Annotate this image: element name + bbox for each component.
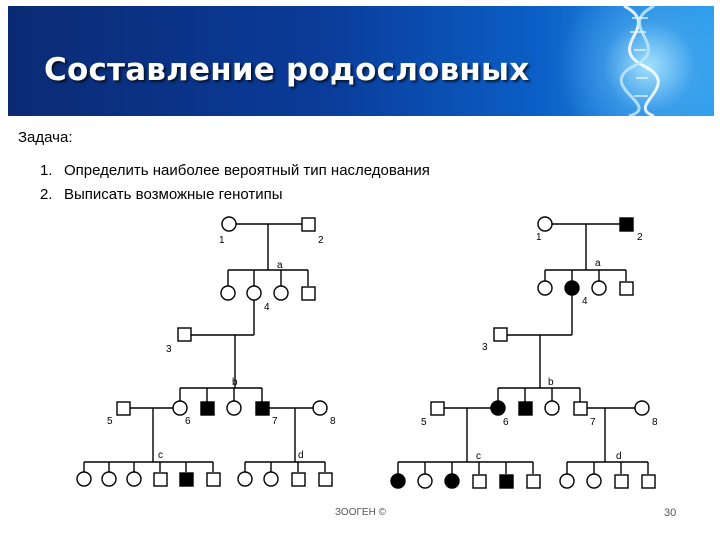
right-gen4-female-affected [444,473,460,489]
pedigree-right-labels: 1 2 a 4 3 b 5 6 7 8 c d [421,232,658,462]
pedigree-left [76,216,333,487]
right-gen1-male-affected [619,217,634,232]
left-gen2-female [273,285,289,301]
left-gen4-male-affected [179,472,194,487]
label-c: c [158,450,163,461]
task-number: 1. [40,162,53,179]
task-item: 2. Выписать возможные генотипы [40,183,430,207]
right-gen4-male-affected [499,474,514,489]
left-gen3-female [226,400,242,416]
right-gen4-female [559,473,575,489]
left-gen4-female [126,471,142,487]
label-3: 3 [482,342,488,353]
label-8: 8 [652,417,658,428]
right-gen4-male [526,474,541,489]
left-gen4-male [318,472,333,487]
right-gen2-male-3 [493,327,508,342]
task-item: 1. Определить наиболее вероятный тип насл… [40,159,430,183]
label-b: b [232,377,238,388]
label-6: 6 [503,417,509,428]
label-7: 7 [272,416,278,427]
left-gen4-male [291,472,306,487]
right-gen4-male [641,474,656,489]
page-title: Составление родословных [44,52,530,88]
label-a: a [277,260,283,271]
right-gen3-female-8 [634,400,650,416]
right-gen3-male-affected [518,401,533,416]
left-gen3-female-8 [312,400,328,416]
task-text: Выписать возможные генотипы [64,186,283,203]
left-gen4-female [263,471,279,487]
label-a: a [595,258,601,269]
right-gen4-female [417,473,433,489]
label-4: 4 [582,296,588,307]
left-gen4-female [101,471,117,487]
label-2: 2 [637,232,643,243]
left-gen3-female [172,400,188,416]
dna-helix-icon [619,6,660,116]
pedigree-right [390,216,656,489]
left-gen3-male-5 [116,401,131,416]
left-gen4-male [153,472,168,487]
task-number: 2. [40,186,53,203]
left-gen2-male [301,286,316,301]
left-gen4-female [76,471,92,487]
left-gen4-female [237,471,253,487]
pedigree-lines [83,223,326,472]
right-gen2-female [591,280,607,296]
label-6: 6 [185,416,191,427]
label-b: b [548,377,554,388]
title-banner: Составление родословных [8,6,714,116]
label-5: 5 [107,416,113,427]
label-3: 3 [166,344,172,355]
left-gen3-male-6-affected [200,401,215,416]
left-gen4-male [206,472,221,487]
left-gen3-male-7-affected [255,401,270,416]
right-gen2-female-4-affected [564,280,580,296]
right-gen3-male-5 [430,401,445,416]
label-7: 7 [590,417,596,428]
label-8: 8 [330,416,336,427]
left-gen1-female [221,216,237,232]
page-number: 30 [664,507,677,519]
task-list: 1. Определить наиболее вероятный тип насл… [40,159,430,207]
label-d: d [298,450,304,461]
task-text: Определить наиболее вероятный тип наслед… [64,162,430,179]
label-1: 1 [536,232,542,243]
left-gen2-male-3 [177,327,192,342]
label-5: 5 [421,417,427,428]
footer-credit: ЗООГЕН © [335,507,386,518]
right-gen2-female [537,280,553,296]
right-gen3-female [544,400,560,416]
pedigree-lines [397,223,649,474]
right-gen3-female-6-affected [490,400,506,416]
label-2: 2 [318,235,324,246]
label-1: 1 [219,235,225,246]
right-gen4-female [586,473,602,489]
label-c: c [476,451,481,462]
right-gen4-male [472,474,487,489]
pedigree-left-labels: 1 2 a 4 3 b 5 6 7 8 c d [107,235,336,461]
task-heading: Задача: [18,129,73,146]
right-gen2-male [619,281,634,296]
right-gen4-male [614,474,629,489]
right-gen4-female-affected [390,473,406,489]
label-d: d [616,451,622,462]
right-gen1-female [537,216,553,232]
label-4: 4 [264,302,270,313]
right-gen3-male-7 [573,401,588,416]
left-gen1-male [301,217,316,232]
left-gen2-female [220,285,236,301]
left-gen2-female-4 [246,285,262,301]
